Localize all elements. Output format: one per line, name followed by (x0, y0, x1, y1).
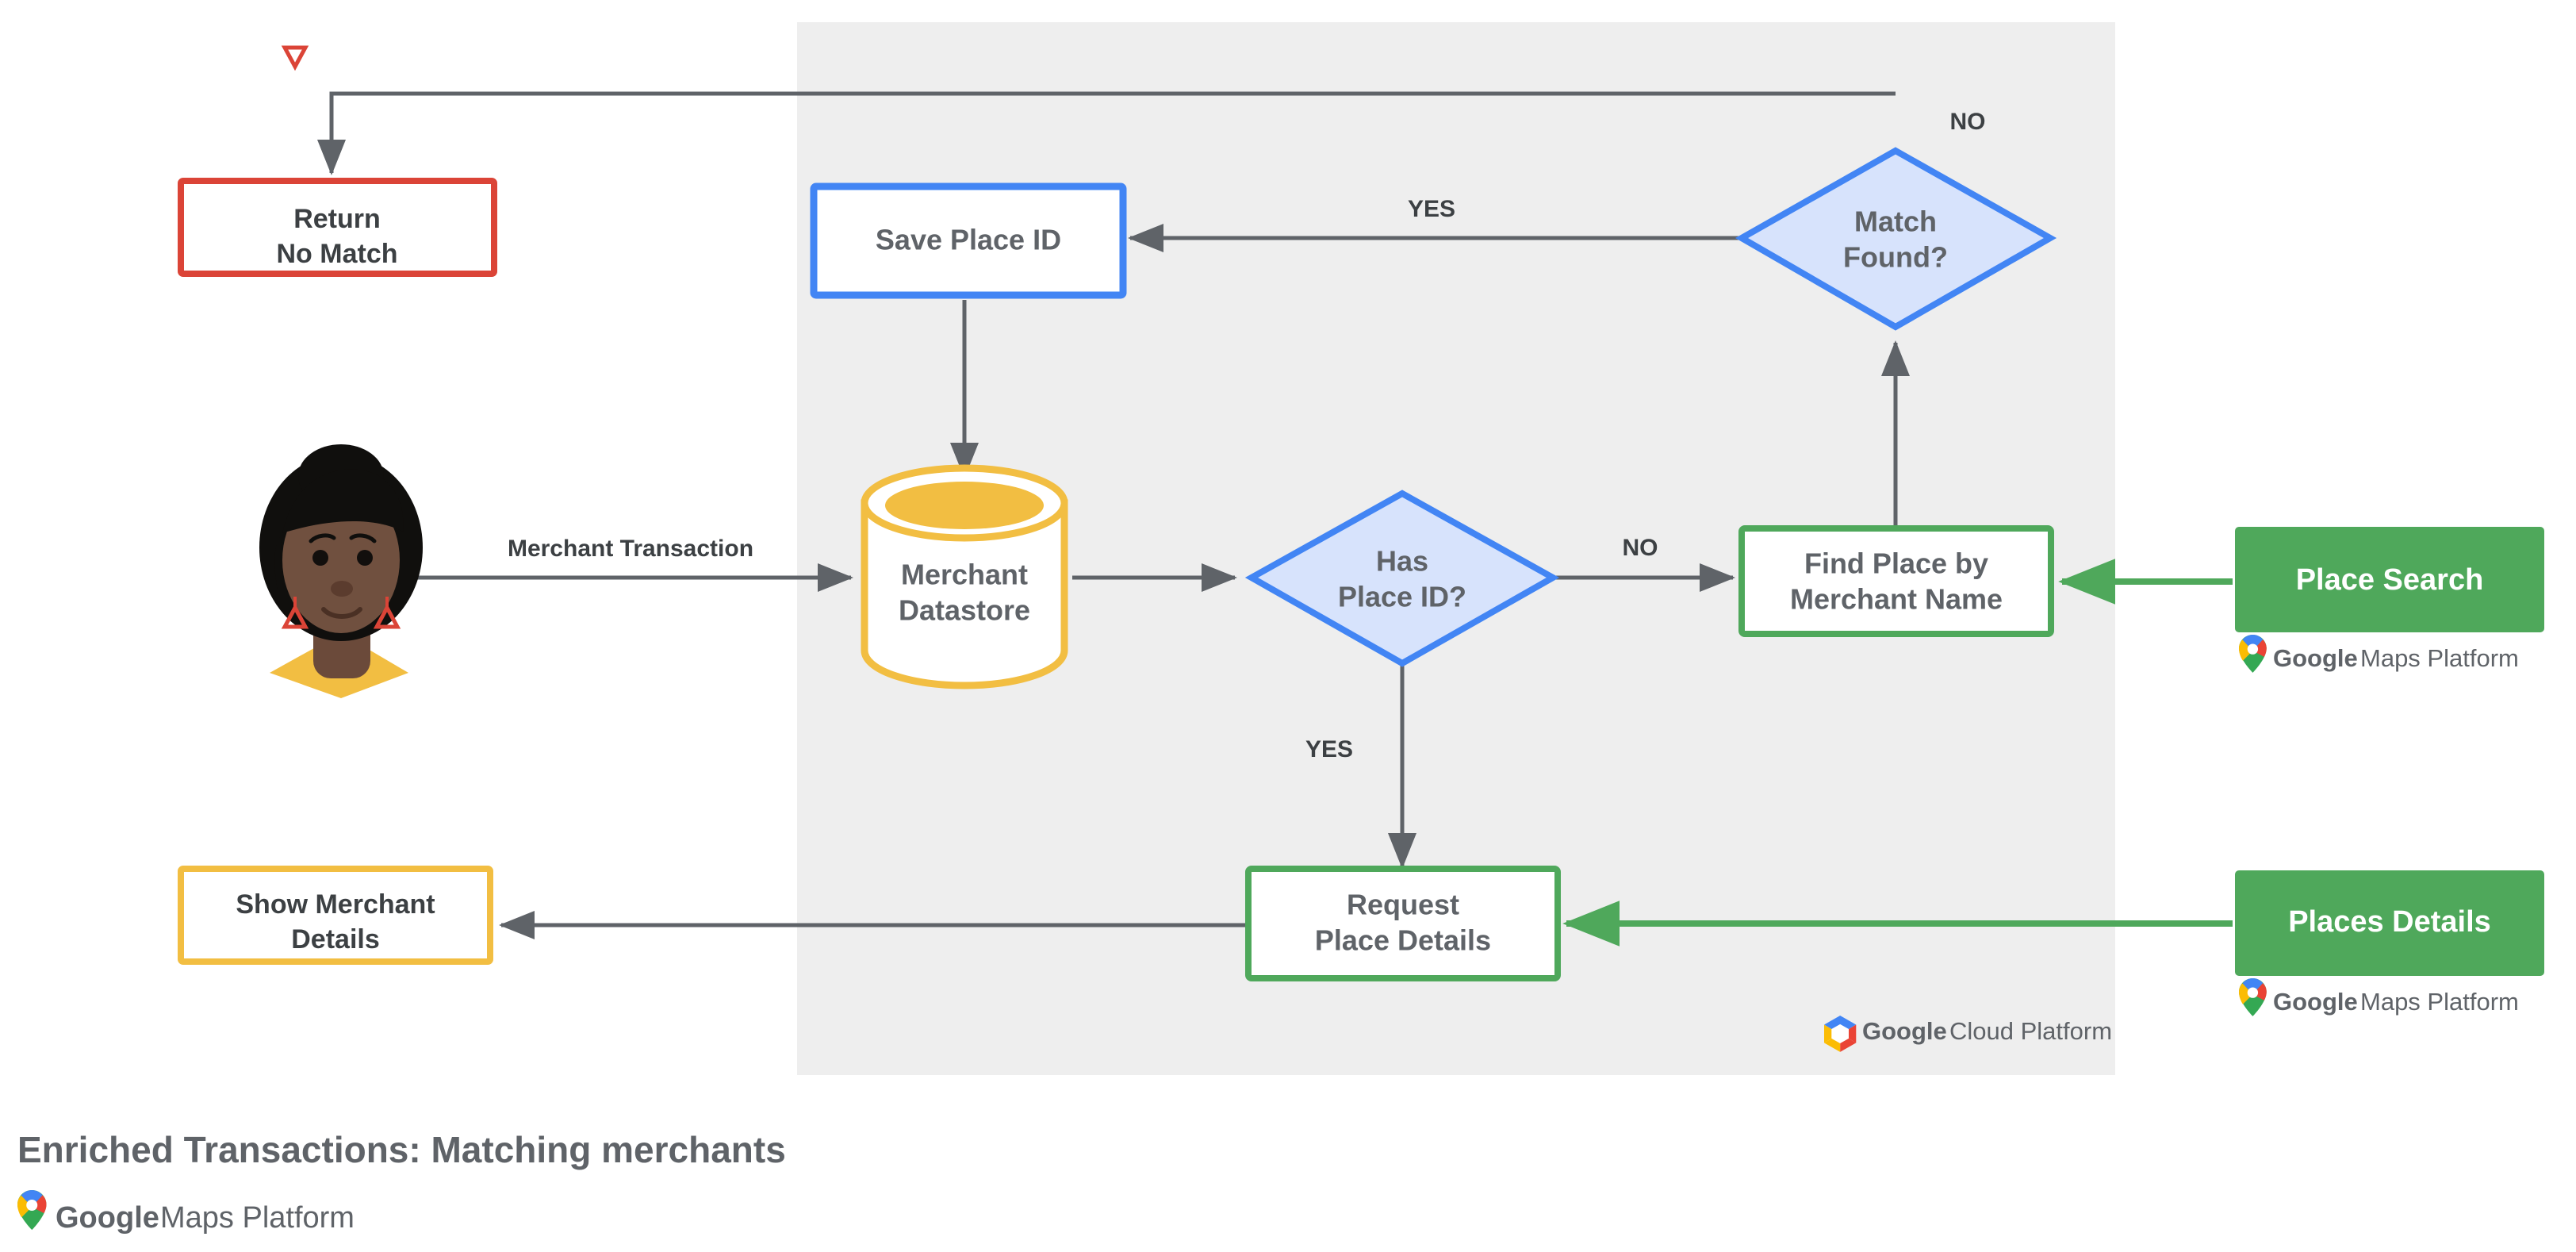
edge-label-merchant-transaction: Merchant Transaction (508, 536, 753, 562)
has-place-id-diamond[interactable] (1244, 490, 1560, 667)
datastore-line2: Datastore (899, 594, 1030, 627)
edge-label-match-found-yes: YES (1408, 196, 1455, 222)
datastore-top-fill (885, 482, 1044, 529)
find-place-line1: Find Place by (1804, 547, 1988, 580)
datastore-body[interactable] (861, 499, 1068, 689)
node-has-place-id[interactable]: Has Place ID? (1244, 490, 1560, 667)
gcp-logo-platform-word: Cloud Platform (1949, 1017, 2112, 1045)
gcp-logo-google-word: Google (1862, 1017, 1947, 1045)
node-places-details[interactable]: Places Details (2235, 870, 2544, 976)
merchant-avatar (259, 45, 423, 698)
maps-platform-logo-place-search: Google Maps Platform (2239, 635, 2519, 673)
edge-label-has-place-id-no: NO (1623, 535, 1658, 561)
match-found-line2: Found? (1843, 241, 1948, 274)
edge-match-found-no (316, 91, 1896, 176)
node-match-found[interactable]: Match Found? (1735, 147, 2057, 331)
maps-logo-platform-word: Maps Platform (2360, 644, 2519, 672)
node-return-no-match[interactable]: Return No Match (178, 178, 497, 277)
places-details-box[interactable] (2235, 870, 2544, 976)
request-place-details-box[interactable] (1245, 866, 1561, 981)
maps-platform-logo-places-details: Google Maps Platform (2239, 978, 2519, 1016)
find-place-box[interactable] (1738, 525, 2054, 637)
save-place-id-label: Save Place ID (876, 224, 1061, 256)
page-title: Enriched Transactions: Matching merchant… (17, 1129, 786, 1170)
footer-logo-google-word: Google (56, 1201, 159, 1235)
return-no-match-box[interactable] (178, 178, 497, 277)
show-merchant-details-box[interactable] (178, 866, 493, 965)
request-place-details-line2: Place Details (1315, 924, 1491, 957)
place-search-box[interactable] (2235, 527, 2544, 632)
place-search-label: Place Search (2296, 563, 2484, 597)
node-place-search[interactable]: Place Search (2235, 527, 2544, 632)
match-found-diamond[interactable] (1735, 147, 2057, 331)
edge-label-match-found-no: NO (1950, 109, 1986, 135)
maps-logo-google-word: Google (2273, 644, 2358, 672)
has-place-id-line1: Has (1376, 545, 1428, 578)
node-show-merchant-details[interactable]: Show Merchant Details (178, 866, 493, 965)
node-save-place-id[interactable]: Save Place ID (810, 182, 1127, 299)
show-merchant-details-line1: Show Merchant (236, 889, 435, 920)
edge-label-has-place-id-yes: YES (1305, 736, 1353, 762)
return-no-match-line2: No Match (277, 239, 398, 269)
footer-logo-platform-word: Maps Platform (160, 1201, 355, 1235)
request-place-details-line1: Request (1347, 889, 1459, 921)
has-place-id-line2: Place ID? (1338, 581, 1466, 613)
node-merchant-datastore[interactable]: Merchant Datastore (861, 464, 1068, 689)
maps-platform-logo-footer: Google Maps Platform (17, 1190, 355, 1235)
datastore-line1: Merchant (901, 559, 1028, 591)
places-details-label: Places Details (2288, 905, 2491, 939)
node-find-place-by-merchant-name[interactable]: Find Place by Merchant Name (1738, 525, 2054, 637)
show-merchant-details-line2: Details (291, 924, 380, 954)
match-found-line1: Match (1854, 205, 1937, 238)
google-cloud-platform-logo: Google Cloud Platform (1824, 1016, 2112, 1052)
find-place-line2: Merchant Name (1790, 583, 2003, 616)
maps-logo-google-word-2: Google (2273, 988, 2358, 1016)
return-no-match-line1: Return (293, 204, 381, 234)
maps-logo-platform-word-2: Maps Platform (2360, 988, 2519, 1016)
node-request-place-details[interactable]: Request Place Details (1245, 866, 1561, 981)
save-place-id-box[interactable] (810, 182, 1127, 299)
